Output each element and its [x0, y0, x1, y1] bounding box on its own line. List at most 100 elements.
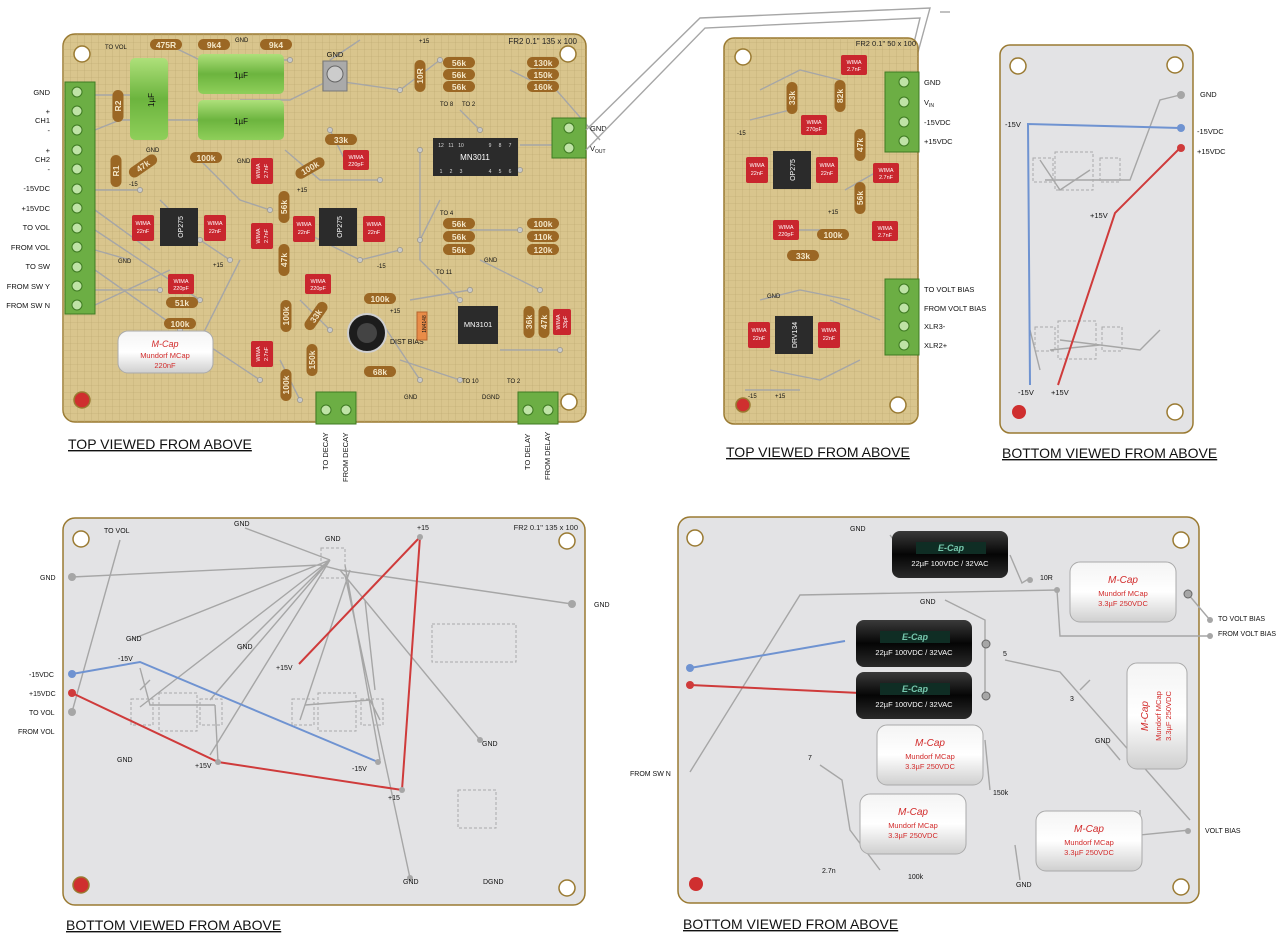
dashed-footprint: [199, 698, 223, 726]
trim-pot-knob: [326, 65, 344, 83]
resistor-value: 100k: [371, 294, 390, 304]
diode-1n4148: [416, 311, 428, 341]
red-marker: [73, 391, 91, 409]
svg-text:11: 11: [448, 143, 453, 149]
resistor: [786, 82, 798, 114]
wima-cap: [132, 215, 154, 241]
board-d: [62, 517, 586, 906]
dashed-footprint: [1101, 326, 1123, 352]
resistor-value: 47k: [539, 315, 549, 329]
dist-bias-label: DIST BIAS: [390, 339, 424, 346]
svg-text:GND: GND: [482, 741, 498, 748]
svg-text:WIMA: WIMA: [807, 120, 822, 126]
pad: [1054, 587, 1060, 593]
svg-text:TO VOL: TO VOL: [23, 223, 50, 232]
panel-d-board: FR2 0.1" 135 x 100 TO VOL GND +1: [18, 517, 610, 933]
resistor-value: 51k: [175, 298, 189, 308]
chip-mn3101: MN3101: [458, 306, 498, 344]
svg-text:22nF: 22nF: [821, 171, 834, 177]
svg-text:10: 10: [458, 143, 464, 149]
svg-text:OP275: OP275: [790, 159, 797, 181]
wima-cap: [293, 216, 315, 242]
board-e-labels: GND 10R GND TO VOLT BIAS FROM VOLT BIAS …: [630, 526, 1276, 889]
resistor: [854, 129, 866, 161]
svg-text:E-Cap: E-Cap: [902, 632, 929, 642]
svg-text:GND: GND: [235, 38, 249, 44]
svg-text:2: 2: [450, 169, 453, 175]
panel-a-board: FR2 0.1" 135 x 100: [6, 33, 607, 482]
svg-text:WIMA: WIMA: [311, 279, 326, 285]
resistor: [164, 318, 196, 329]
svg-text:Mundorf MCap: Mundorf MCap: [1098, 589, 1148, 598]
resistors-a: 475R 9k4 9k4 56k 56k 56k 130k 150k 160k …: [150, 39, 559, 377]
svg-text:TO VOL: TO VOL: [29, 710, 55, 717]
terminal-screw: [542, 404, 554, 416]
mount-hole: [560, 393, 578, 411]
svg-text:MN3101: MN3101: [464, 320, 492, 329]
resistor-value: R1: [111, 165, 121, 176]
svg-text:5: 5: [499, 169, 502, 175]
pad: [1207, 617, 1213, 623]
svg-text:3.3µF 250VDC: 3.3µF 250VDC: [1064, 848, 1114, 857]
resistor-value: 33k: [334, 135, 348, 145]
resistor-value: 68k: [373, 367, 387, 377]
dashed-footprint: [1032, 157, 1054, 183]
svg-text:33pF: 33pF: [563, 315, 569, 328]
svg-text:TO VOLT BIAS: TO VOLT BIAS: [924, 285, 974, 294]
svg-text:220nF: 220nF: [154, 361, 176, 370]
wima-cap: [773, 220, 799, 240]
terminal-label: GND: [590, 124, 607, 133]
svg-text:+15V: +15V: [1051, 388, 1069, 397]
svg-text:8: 8: [499, 143, 502, 149]
svg-text:M-Cap: M-Cap: [1140, 701, 1151, 731]
resistor-value: 47k: [855, 138, 865, 152]
panel-c-title: BOTTOM VIEWED FROM ABOVE: [1002, 445, 1217, 461]
resistor: [527, 244, 559, 255]
svg-text:DRV134: DRV134: [792, 322, 799, 348]
pad: [1185, 828, 1191, 834]
svg-text:+15: +15: [419, 39, 430, 45]
svg-text:GND: GND: [126, 636, 142, 643]
resistor: [854, 182, 866, 214]
svg-text:GND: GND: [1016, 882, 1032, 889]
svg-text:M-Cap: M-Cap: [1108, 575, 1138, 586]
chip-op275-b: OP275: [773, 151, 811, 189]
svg-text:22nF: 22nF: [368, 230, 381, 236]
mcap-220nf: M-Cap Mundorf MCap 220nF: [117, 330, 214, 374]
svg-text:+15: +15: [388, 795, 400, 802]
chip-op275-center: OP275: [319, 208, 357, 246]
wima-cap: [204, 215, 226, 241]
to-delay-label: TO DELAY: [523, 434, 532, 470]
resistor-value: 100k: [171, 319, 190, 329]
svg-text:Mundorf MCap: Mundorf MCap: [140, 351, 190, 360]
svg-text:22nF: 22nF: [209, 229, 222, 235]
mcap-2: M-Cap Mundorf MCap 3.3µF 250VDC: [1126, 662, 1188, 770]
resistor-value: 56k: [279, 200, 289, 214]
wire-red: [689, 684, 861, 694]
resistor-value: 56k: [452, 245, 466, 255]
svg-text:WIMA: WIMA: [878, 226, 893, 232]
svg-text:FROM VOL: FROM VOL: [11, 243, 50, 252]
svg-text:WIMA: WIMA: [256, 163, 262, 178]
resistor-value: 100k: [281, 375, 291, 394]
svg-text:2.7nF: 2.7nF: [264, 163, 270, 178]
svg-text:100k: 100k: [908, 874, 924, 881]
svg-text:M-Cap: M-Cap: [1074, 824, 1104, 835]
green-cap-1uf-vertical: [130, 58, 168, 140]
svg-text:-15V: -15V: [1018, 388, 1034, 397]
board-d-size: FR2 0.1" 135 x 100: [514, 523, 578, 532]
pad-p15: [1177, 144, 1185, 152]
resistor-value: 475R: [156, 40, 176, 50]
svg-text:+15: +15: [213, 263, 224, 269]
svg-text:2.7n: 2.7n: [822, 868, 836, 875]
mount-hole: [1172, 531, 1190, 549]
svg-text:4: 4: [489, 169, 492, 175]
svg-text:OP275: OP275: [337, 216, 344, 238]
svg-text:GND: GND: [767, 294, 781, 300]
svg-text:-15VDC: -15VDC: [1197, 127, 1224, 136]
svg-text:-: -: [48, 165, 51, 174]
svg-text:CH2: CH2: [35, 155, 50, 164]
wima-cap: [872, 221, 898, 241]
svg-text:GND: GND: [403, 879, 419, 886]
pad-m15: [1177, 124, 1185, 132]
